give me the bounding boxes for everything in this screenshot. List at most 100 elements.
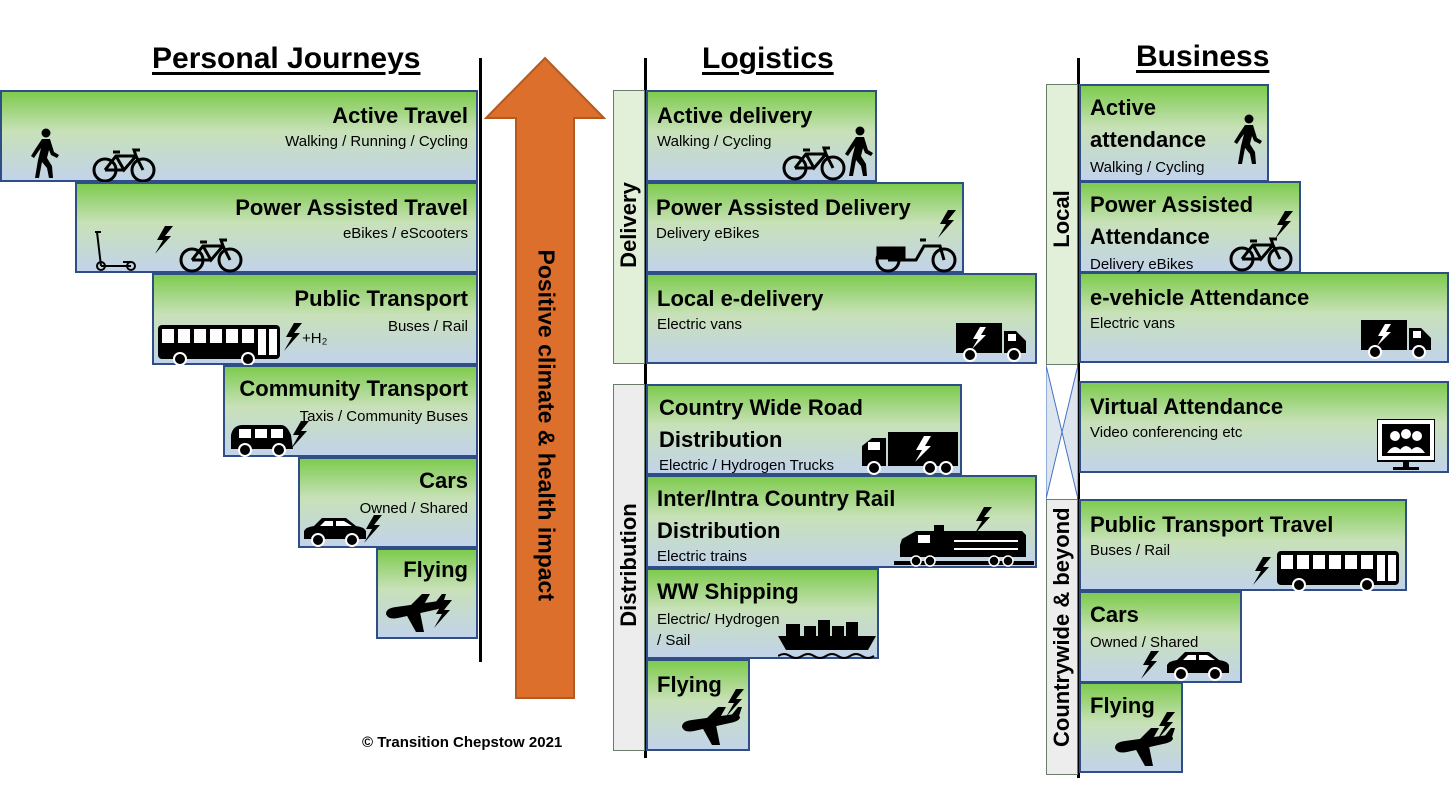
personal-title: Public Transport <box>294 286 468 311</box>
bicycle-icon <box>92 148 156 183</box>
logistics-subtitle: Walking / Cycling <box>657 133 772 150</box>
personal-subtitle: Buses / Rail <box>387 318 468 335</box>
business-axis-line <box>1077 58 1080 778</box>
lightning-bolt-icon <box>938 210 956 238</box>
ship-icon <box>778 619 877 659</box>
personal-axis-line <box>479 58 482 662</box>
business-active-attendance: Active attendance Walking / Cycling <box>1079 84 1269 182</box>
business-subtitle: Delivery eBikes <box>1090 256 1194 273</box>
lightning-bolt-icon <box>434 600 452 628</box>
distribution-group-bar <box>613 384 645 751</box>
lightning-bolt-icon <box>1275 211 1293 239</box>
distribution-group-label: Distribution <box>616 503 641 627</box>
personal-public-transport: Public Transport Buses / Rail +H₂ <box>152 273 478 366</box>
logistics-flying: Flying <box>646 659 750 751</box>
business-e-vehicle-attendance: e-vehicle Attendance Electric vans <box>1079 272 1449 363</box>
personal-subtitle: Owned / Shared <box>359 500 468 517</box>
car-icon <box>303 517 367 547</box>
cargo-bike-icon <box>875 238 957 273</box>
lightning-bolt-icon <box>364 515 382 543</box>
logistics-subtitle-line1: Electric/ Hydrogen <box>657 611 780 628</box>
logistics-active-delivery: Active delivery Walking / Cycling <box>646 90 877 182</box>
impact-arrow <box>484 56 607 699</box>
logistics-subtitle: Electric trains <box>657 548 748 565</box>
logistics-title: Active delivery <box>657 103 813 128</box>
personal-power-assisted-travel: Power Assisted Travel eBikes / eScooters <box>75 182 478 273</box>
delivery-group-label: Delivery <box>616 182 641 268</box>
business-subtitle: Buses / Rail <box>1090 542 1171 559</box>
personal-community-transport: Community Transport Taxis / Community Bu… <box>223 365 478 457</box>
electric-van-icon <box>1361 319 1432 359</box>
local-group-label: Local <box>1049 190 1074 248</box>
lightning-bolt-icon <box>155 226 173 254</box>
logistics-title: Flying <box>657 672 722 697</box>
business-subtitle: Electric vans <box>1090 315 1176 332</box>
business-title-line2: attendance <box>1090 127 1207 152</box>
logistics-title-line1: Inter/Intra Country Rail <box>657 486 896 511</box>
lightning-bolt-icon <box>726 689 744 717</box>
escooter-icon <box>95 231 136 271</box>
personal-subtitle: eBikes / eScooters <box>342 225 468 242</box>
personal-flying: Flying <box>376 548 478 639</box>
personal-subtitle: Taxis / Community Buses <box>299 408 468 425</box>
business-public-transport-travel: Public Transport Travel Buses / Rail <box>1079 499 1407 592</box>
business-title: Flying <box>1090 693 1155 718</box>
minivan-icon <box>230 424 294 457</box>
logistics-subtitle-line2: / Sail <box>657 632 691 649</box>
business-title: Virtual Attendance <box>1090 394 1284 419</box>
personal-subtitle: Walking / Running / Cycling <box>285 133 468 150</box>
business-title: Public Transport Travel <box>1090 512 1334 537</box>
heading-personal-journeys: Personal Journeys <box>152 42 421 75</box>
group-transition-connector <box>1046 365 1078 499</box>
walker-icon <box>31 128 59 178</box>
lightning-bolt-icon <box>1253 557 1271 585</box>
logistics-title: Local e-delivery <box>657 286 824 311</box>
copyright-notice: © Transition Chepstow 2021 <box>362 734 563 751</box>
business-subtitle: Owned / Shared <box>1090 634 1199 651</box>
business-virtual-attendance: Virtual Attendance Video conferencing et… <box>1079 381 1449 473</box>
logistics-title-line2: Distribution <box>657 518 781 543</box>
walker-icon <box>845 126 873 176</box>
personal-title: Cars <box>419 468 468 493</box>
business-title-line1: Power Assisted <box>1090 192 1254 217</box>
business-title-line1: Active <box>1090 95 1157 120</box>
logistics-power-assisted-delivery: Power Assisted Delivery Delivery eBikes <box>646 182 964 273</box>
lightning-bolt-icon <box>1157 712 1175 740</box>
logistics-country-wide-road-distribution: Country Wide Road Distribution Electric … <box>646 384 962 475</box>
electric-truck-icon <box>861 432 959 475</box>
ebike-icon <box>179 238 243 273</box>
logistics-rail-distribution: Inter/Intra Country Rail Distribution El… <box>646 475 1037 568</box>
personal-title: Community Transport <box>239 376 468 401</box>
logistics-axis-line <box>644 58 647 758</box>
lightning-bolt-icon <box>1141 651 1159 679</box>
business-title: Cars <box>1090 602 1139 627</box>
lightning-bolt-icon <box>284 323 302 351</box>
car-icon <box>1166 651 1230 681</box>
logistics-local-e-delivery: Local e-delivery Electric vans <box>646 273 1037 364</box>
ebike-icon <box>1229 237 1293 272</box>
business-title: e-vehicle Attendance <box>1090 285 1310 310</box>
lightning-bolt-icon <box>974 507 992 535</box>
heading-business: Business <box>1136 40 1270 73</box>
personal-cars: Cars Owned / Shared <box>298 457 478 548</box>
personal-active-travel: Active Travel Walking / Running / Cyclin… <box>0 90 478 183</box>
electric-train-icon <box>894 525 1035 567</box>
hydrogen-label: +H₂ <box>302 330 328 347</box>
countrywide-group-bar <box>1046 499 1078 775</box>
electric-van-icon <box>956 322 1027 362</box>
business-subtitle: Walking / Cycling <box>1090 159 1205 176</box>
logistics-subtitle: Electric / Hydrogen Trucks <box>659 457 835 474</box>
logistics-subtitle: Delivery eBikes <box>656 225 760 242</box>
lightning-bolt-icon <box>291 421 309 449</box>
logistics-subtitle: Electric vans <box>657 316 743 333</box>
business-flying: Flying <box>1079 682 1183 773</box>
bus-icon <box>158 325 281 366</box>
business-cars: Cars Owned / Shared <box>1079 591 1242 683</box>
countrywide-group-label: Countrywide & beyond <box>1049 507 1074 747</box>
bicycle-icon <box>782 146 846 181</box>
impact-arrow-label: Positive climate & health impact <box>533 249 560 602</box>
personal-title: Power Assisted Travel <box>235 195 468 220</box>
business-subtitle: Video conferencing etc <box>1090 424 1243 441</box>
business-power-assisted-attendance: Power Assisted Attendance Delivery eBike… <box>1079 181 1301 273</box>
logistics-ww-shipping: WW Shipping Electric/ Hydrogen / Sail <box>646 568 879 659</box>
